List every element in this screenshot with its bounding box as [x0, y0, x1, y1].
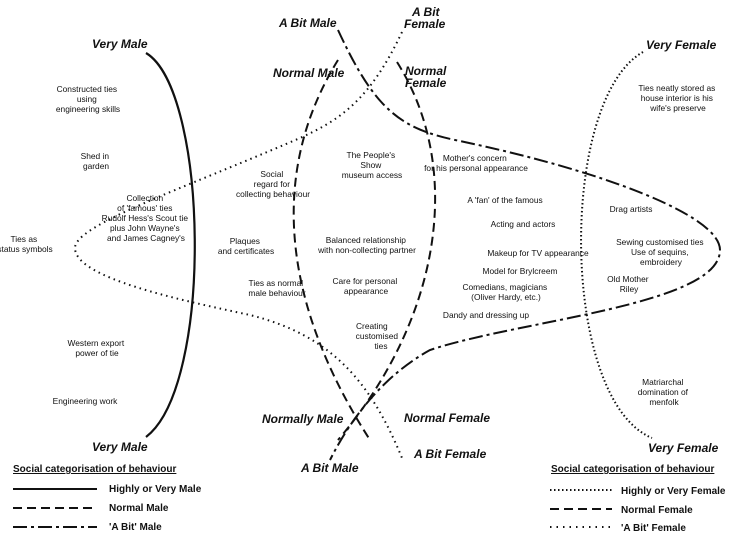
- legend-right: Social categorisation of behaviour Highl…: [550, 464, 726, 534]
- legend-right-title: Social categorisation of behaviour: [551, 464, 714, 475]
- label-comedians: Comedians, magicians (Oliver Hardy, etc.…: [462, 282, 549, 302]
- header-a-bit-male-top: A Bit Male: [278, 16, 337, 30]
- legend-left-title: Social categorisation of behaviour: [13, 464, 176, 475]
- legend-left-item-a-bit-male: 'A Bit' Male: [109, 522, 162, 533]
- label-famous-ties: Collection of 'famous' ties Rudolf Hess'…: [102, 193, 191, 243]
- a-bit-male-curve: [329, 29, 722, 461]
- label-plaques: Plaques and certificates: [218, 236, 274, 256]
- label-matriarchal: Matriarchal domination of menfolk: [638, 377, 691, 407]
- label-peoples-show: The People's Show museum access: [342, 150, 403, 180]
- header-a-bit-female-top-1: A Bit: [411, 5, 441, 19]
- legend-left: Social categorisation of behaviour Highl…: [13, 464, 202, 533]
- header-normally-male-bottom: Normally Male: [262, 412, 344, 426]
- label-drag: Drag artists: [610, 204, 653, 214]
- legend-right-item-normal-female: Normal Female: [621, 505, 693, 516]
- label-dandy: Dandy and dressing up: [443, 310, 529, 320]
- legend-left-item-very-male: Highly or Very Male: [109, 484, 202, 495]
- header-very-female-top: Very Female: [646, 38, 717, 52]
- legend-right-item-very-female: Highly or Very Female: [621, 486, 726, 497]
- header-a-bit-female-top-2: Female: [404, 17, 446, 31]
- label-fan: A 'fan' of the famous: [467, 195, 542, 205]
- label-sewing: Sewing customised ties Use of sequins, e…: [616, 237, 706, 267]
- header-a-bit-male-bottom: A Bit Male: [300, 461, 359, 475]
- label-mothers-concern: Mother's concern for his personal appear…: [424, 153, 528, 173]
- header-very-male-top: Very Male: [92, 37, 148, 51]
- label-western-export: Western export power of tie: [68, 338, 127, 358]
- label-shed: Shed in garden: [81, 151, 112, 171]
- header-very-female-bottom: Very Female: [648, 441, 719, 455]
- label-balanced: Balanced relationship with non-collectin…: [317, 235, 416, 255]
- header-a-bit-female-bottom: A Bit Female: [413, 447, 487, 461]
- label-normal-behaviour: Ties as normal male behaviour: [248, 278, 305, 298]
- normal-male-curve: [292, 59, 371, 441]
- legend-right-item-a-bit-female: 'A Bit' Female: [621, 523, 686, 534]
- label-care: Care for personal appearance: [332, 276, 399, 296]
- label-acting: Acting and actors: [491, 219, 556, 229]
- label-creating: Creating customised ties: [356, 321, 401, 351]
- label-old-mother: Old Mother Riley: [607, 274, 651, 294]
- label-engineering-work: Engineering work: [53, 396, 119, 406]
- label-ties-stored: Ties neatly stored as house interior is …: [638, 83, 717, 113]
- header-normal-female-top-2: Female: [405, 76, 447, 90]
- header-very-male-bottom: Very Male: [92, 440, 148, 454]
- label-social-regard: Social regard for collecting behaviour: [236, 169, 310, 199]
- label-brylcreem: Model for Brylcreem: [483, 266, 558, 276]
- label-makeup: Makeup for TV appearance: [487, 248, 589, 258]
- label-constructed-ties: Constructed ties using engineering skill…: [56, 84, 120, 114]
- header-normal-female-top-1: Normal: [405, 64, 447, 78]
- header-normal-male-top: Normal Male: [273, 66, 345, 80]
- legend-left-item-normal-male: Normal Male: [109, 503, 169, 514]
- very-male-curve: [145, 52, 196, 438]
- header-normal-female-bottom: Normal Female: [404, 411, 490, 425]
- label-status-symbols: Ties as status symbols: [0, 234, 53, 254]
- very-female-curve: [580, 51, 653, 439]
